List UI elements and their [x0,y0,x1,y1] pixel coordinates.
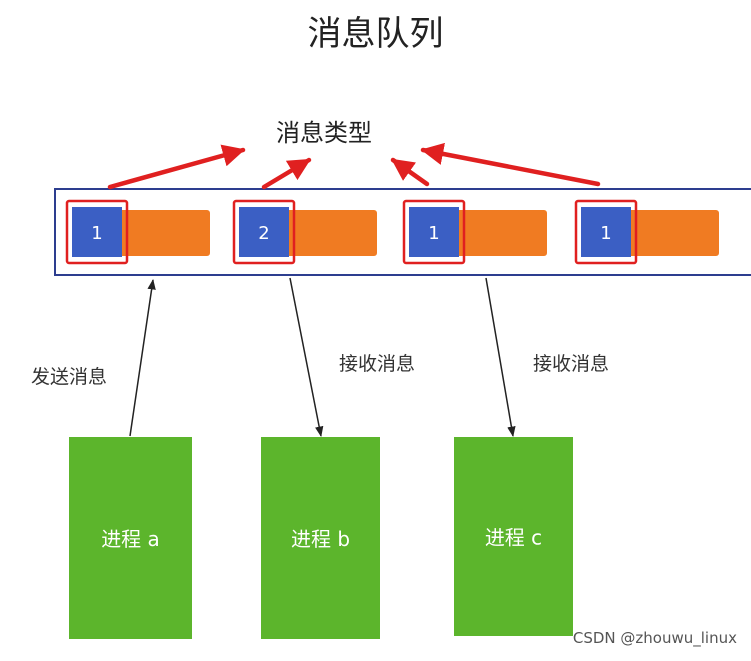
type-arrow-2 [261,157,312,190]
process-label: 进程 a [101,527,160,551]
type-highlight [574,199,638,265]
message-4: 1 [574,199,719,265]
message-body [285,210,377,256]
message-type-box [581,207,631,257]
type-arrows [107,142,601,190]
process-box [69,437,192,639]
type-arrow-4 [420,142,601,187]
message-2: 2 [232,199,377,265]
process-box [261,437,380,639]
type-highlight [402,199,466,265]
process-list: 进程 a 进程 b 进程 c [69,437,573,639]
message-body [455,210,547,256]
message-type-value: 1 [600,223,611,244]
message-type-box [72,207,122,257]
type-arrow-3 [390,157,430,187]
process-a: 进程 a [69,437,192,639]
message-type-label: 消息类型 [276,119,372,147]
process-label: 进程 c [485,526,542,550]
process-b: 进程 b [261,437,380,639]
message-body [627,210,719,256]
type-highlight [65,199,129,265]
receive-message-label-b: 接收消息 [339,353,416,375]
message-body [118,210,210,256]
process-label: 进程 b [291,527,350,551]
message-type-box [239,207,289,257]
type-arrow-1 [107,144,246,190]
message-1: 1 [65,199,210,265]
message-3: 1 [402,199,547,265]
send-message-label: 发送消息 [31,366,108,388]
message-type-value: 1 [91,223,102,244]
message-type-value: 1 [428,223,439,244]
message-type-value: 2 [258,223,269,244]
flow-arrow-b [289,277,324,438]
flow-arrow-a [129,278,156,437]
message-type-box [409,207,459,257]
process-box [454,437,573,636]
process-c: 进程 c [454,437,573,636]
flow-arrows [129,277,516,438]
flow-arrow-c [485,277,516,438]
diagram-title: 消息队列 [307,14,444,54]
receive-message-label-c: 接收消息 [533,353,610,375]
watermark: CSDN @zhouwu_linux [572,629,737,647]
type-highlight [232,199,296,265]
message-list: 1 2 1 1 [65,199,719,265]
